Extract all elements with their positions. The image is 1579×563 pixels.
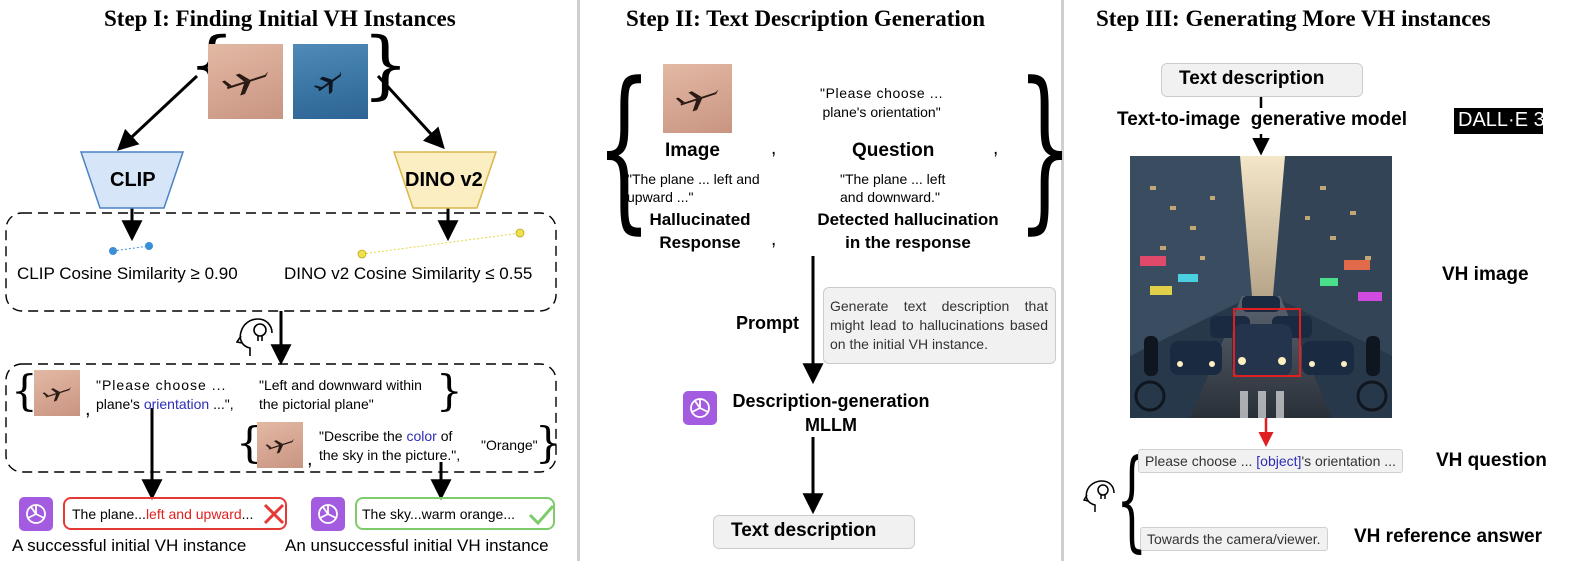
- fail-response-box: [63, 497, 287, 530]
- image-label: Image: [665, 140, 720, 161]
- success-caption: A successful initial VH instance: [12, 536, 247, 555]
- prompt-text: Generate text description that might lea…: [830, 298, 1048, 352]
- vh-question-chip: Please choose ... [object]'s orientation…: [1138, 449, 1403, 473]
- step2-comma-2: ,: [993, 138, 999, 159]
- clip-model-block: [80, 151, 184, 209]
- instance1-question-line1: "Please choose ...: [96, 377, 227, 393]
- lightbulb-head-icon: [236, 318, 273, 356]
- clip-label: CLIP: [110, 169, 156, 191]
- divider-right: [1061, 0, 1064, 561]
- vh-image-label: VH image: [1442, 264, 1529, 285]
- dino-model-block: [393, 151, 497, 209]
- openai-logo-icon: [19, 497, 53, 531]
- instance1-left-brace: {: [11, 366, 38, 415]
- step2-arrows: [802, 256, 824, 515]
- lightbulb-head-icon: [1083, 480, 1115, 512]
- dino-label: DINO v2: [405, 169, 483, 191]
- instance2-right-brace: }: [535, 418, 562, 467]
- step2-output-box: [713, 515, 915, 549]
- fail-response-text: The plane...left and upward...: [72, 506, 254, 522]
- step2-comma-1: ,: [771, 138, 777, 159]
- dalle-badge: [1454, 108, 1543, 134]
- step2-plane-image: [663, 64, 732, 133]
- question-label: Question: [852, 140, 935, 161]
- step2-output-text: Text description: [731, 520, 877, 541]
- divider-left: [577, 0, 580, 561]
- step1-title: Step I: Finding Initial VH Instances: [104, 6, 456, 31]
- instance1-question-line2: plane's orientation ...",: [96, 396, 234, 412]
- instance2-comma: ,: [307, 448, 313, 470]
- instance1-answer-line1: "Left and downward within: [259, 377, 422, 393]
- step3-title: Step III: Generating More VH instances: [1096, 6, 1491, 31]
- cross-icon: [263, 503, 285, 525]
- instance1-right-brace: }: [436, 366, 463, 415]
- airplane-icon: [675, 89, 719, 112]
- blue-sky-plane-image: [293, 44, 368, 119]
- step2-left-brace: {: [596, 45, 652, 250]
- vh-question-label: VH question: [1436, 450, 1547, 471]
- checkmark-icon: [528, 505, 555, 526]
- instance2-question-line1: "Describe the color of: [319, 428, 453, 444]
- airplane-icon: [265, 438, 294, 454]
- instance1-answer-line2: the pictorial plane": [259, 396, 374, 412]
- dalle-text: DALL·E 3: [1458, 109, 1545, 131]
- salmon-plane-image: [208, 44, 283, 119]
- step2-question-text: "Please choose ...plane's orientation": [820, 85, 944, 120]
- instance1-thumb: [34, 370, 80, 416]
- unsuccess-caption: An unsuccessful initial VH instance: [285, 536, 549, 555]
- ok-response-box: [355, 497, 555, 530]
- airplane-icon: [221, 71, 269, 96]
- openai-logo-icon: [311, 497, 345, 531]
- airplane-icon: [313, 71, 341, 95]
- instance2-answer: "Orange": [481, 437, 538, 453]
- prompt-label: Prompt: [736, 313, 799, 333]
- instance2-question-line2: the sky in the picture.",: [319, 447, 461, 463]
- openai-logo-icon: [683, 391, 717, 425]
- instance2-thumb: [257, 422, 303, 468]
- top-right-brace: }: [362, 22, 410, 108]
- model-label: Text-to-image generative model: [1117, 109, 1407, 130]
- prompt-box: [823, 287, 1056, 364]
- vh-street-image: [1130, 156, 1392, 418]
- airplane-icon: [42, 386, 71, 402]
- step2-comma-3: ,: [771, 229, 777, 250]
- ok-response-text: The sky...warm orange...: [362, 506, 516, 522]
- vh-answer-chip: Towards the camera/viewer.: [1140, 527, 1328, 551]
- step2-title: Step II: Text Description Generation: [626, 6, 986, 31]
- clip-similarity-text: CLIP Cosine Similarity ≥ 0.90: [17, 264, 238, 283]
- step3-input-text: Text description: [1179, 68, 1325, 89]
- step1-arrows: [5, 74, 557, 501]
- step2-right-brace: }: [1017, 45, 1073, 250]
- instance1-comma: ,: [85, 398, 91, 420]
- dino-similarity-text: DINO v2 Cosine Similarity ≤ 0.55: [284, 264, 533, 283]
- step3-input-box: [1161, 63, 1363, 97]
- vh-answer-label: VH reference answer: [1354, 526, 1542, 547]
